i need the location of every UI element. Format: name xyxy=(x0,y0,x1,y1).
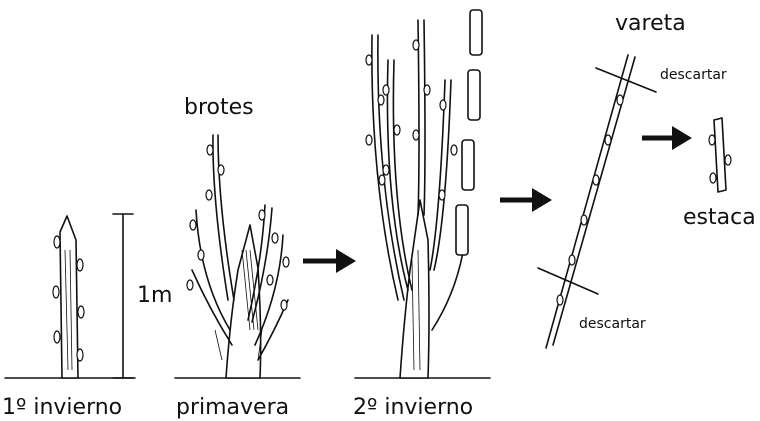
label-height: 1m xyxy=(137,285,172,307)
bush-spring xyxy=(187,135,289,378)
cut-segments xyxy=(456,10,482,255)
arrow-3 xyxy=(642,126,692,150)
label-first-winter: 1º invierno xyxy=(2,397,122,419)
label-second-winter: 2º invierno xyxy=(353,397,473,419)
bush-second-winter xyxy=(366,20,465,378)
arrow-1 xyxy=(303,249,356,273)
arrow-2 xyxy=(500,188,552,212)
height-scale-bar xyxy=(113,214,133,378)
stem-first-winter xyxy=(53,216,84,378)
label-shoots: brotes xyxy=(184,97,254,119)
label-spring: primavera xyxy=(176,397,289,419)
label-discard-bottom: descartar xyxy=(579,317,646,331)
label-discard-top: descartar xyxy=(660,68,727,82)
rod xyxy=(538,55,656,348)
cutting xyxy=(709,118,731,192)
label-rod: vareta xyxy=(615,13,686,35)
label-cutting: estaca xyxy=(683,207,756,229)
